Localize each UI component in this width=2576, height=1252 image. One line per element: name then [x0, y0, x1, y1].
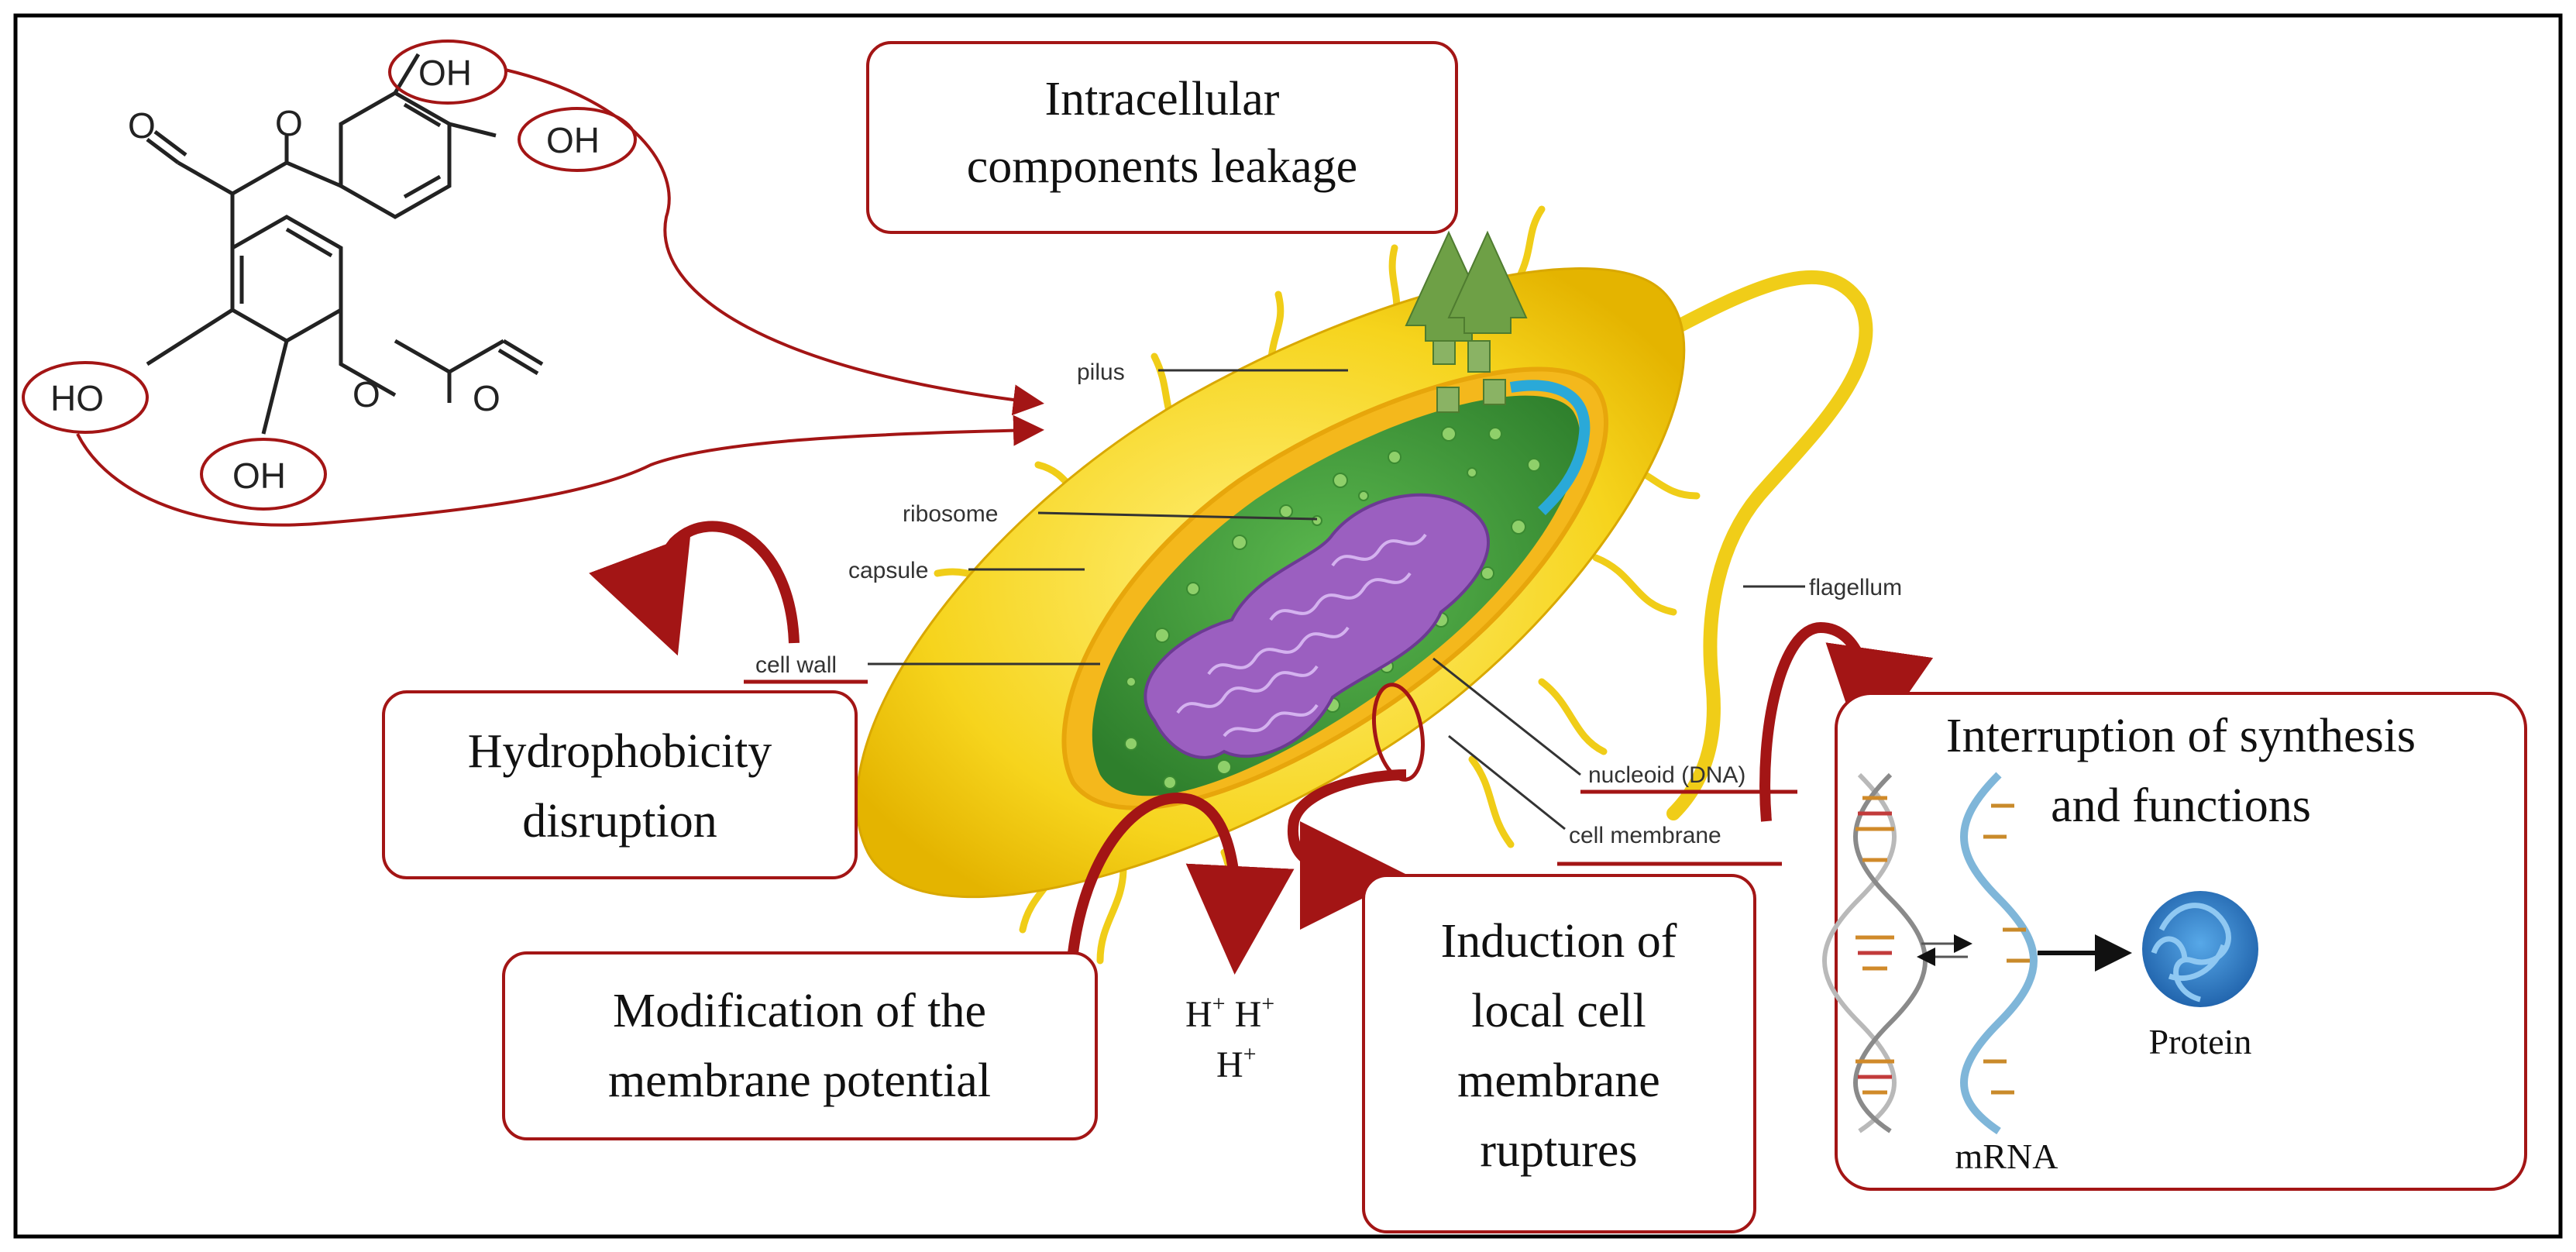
- box-leakage: [866, 41, 1458, 234]
- label-nucleoid: nucleoid (DNA): [1588, 762, 1745, 788]
- membrane-focus-circle: [1372, 683, 1425, 782]
- bacterium-cell: [855, 205, 1873, 965]
- svg-text:H+ H+: H+ H+: [1185, 991, 1274, 1035]
- box-ruptures: [1362, 874, 1756, 1233]
- oh-group-1: OH: [418, 53, 472, 93]
- oxygen-ring-top: O: [275, 103, 303, 143]
- arrow-to-ruptures: [1287, 769, 1408, 930]
- oh-circle-1: [388, 40, 507, 105]
- oh-circle-2: [518, 107, 637, 172]
- label-ribosome: ribosome: [903, 501, 998, 527]
- inner-membrane-highlight: [1509, 380, 1591, 515]
- oxygen-carbonyl-bottom: O: [473, 378, 500, 418]
- arrow-flagellum-to-synthesis: [1759, 621, 1934, 822]
- oxygen-carbonyl-top: O: [128, 105, 156, 146]
- oh-to-cell-connector-bottom: [76, 414, 1044, 527]
- transcription-arrows-icon: [1917, 934, 1972, 966]
- label-mrna: mRNA: [1955, 1137, 2058, 1176]
- box-membrane-potential-line-1: Modification of the: [613, 985, 986, 1037]
- box-hydrophobicity-line-1: Hydrophobicity: [468, 725, 772, 778]
- box-hydrophobicity-line-2: disruption: [522, 795, 717, 848]
- label-leaders: [868, 369, 1805, 831]
- box-ruptures-line-4: ruptures: [1480, 1124, 1637, 1177]
- oh-group-4: OH: [232, 456, 286, 496]
- label-flagellum: flagellum: [1809, 575, 1902, 600]
- box-leakage-line-1: Intracellular: [1045, 73, 1280, 126]
- box-hydrophobicity: [382, 690, 858, 879]
- mrna-helix-icon: [1960, 772, 2038, 1135]
- proton-labels: H+ H+ H+: [1185, 991, 1274, 1085]
- box-synthesis-line-2: and functions: [2051, 779, 2311, 832]
- box-membrane-potential-line-2: membrane potential: [608, 1054, 991, 1107]
- svg-text:H+: H+: [1216, 1041, 1257, 1085]
- label-capsule: capsule: [848, 558, 928, 583]
- label-cell-wall: cell wall: [755, 652, 837, 678]
- flagellum: [1659, 270, 1873, 820]
- box-ruptures-line-3: membrane: [1457, 1054, 1660, 1107]
- protein-icon: [2142, 891, 2258, 1007]
- arrow-cell-wall-to-hydrophobicity: [589, 521, 800, 656]
- leakage-arrows: [1405, 230, 1528, 413]
- ellagic-acid-structure: [146, 53, 544, 435]
- oh-circle-4: [200, 438, 327, 511]
- label-pilus: pilus: [1077, 359, 1125, 385]
- arrow-to-membrane-potential: [1068, 792, 1295, 975]
- box-ruptures-line-2: local cell: [1471, 985, 1646, 1037]
- box-ruptures-line-1: Induction of: [1441, 915, 1677, 968]
- oh-to-cell-connector-top: [504, 68, 1044, 416]
- ho-group-3: HO: [50, 378, 104, 418]
- oxygen-ring-bottom: O: [353, 374, 380, 414]
- label-cell-membrane: cell membrane: [1569, 823, 1721, 848]
- box-membrane-potential: [502, 951, 1098, 1140]
- box-synthesis-line-1: Interruption of synthesis: [1946, 710, 2416, 762]
- oh-group-2: OH: [546, 120, 600, 160]
- box-leakage-line-2: components leakage: [967, 140, 1357, 193]
- label-protein: Protein: [2149, 1022, 2252, 1061]
- ho-circle-3: [22, 361, 149, 434]
- nucleoid-coils: [1176, 533, 1427, 738]
